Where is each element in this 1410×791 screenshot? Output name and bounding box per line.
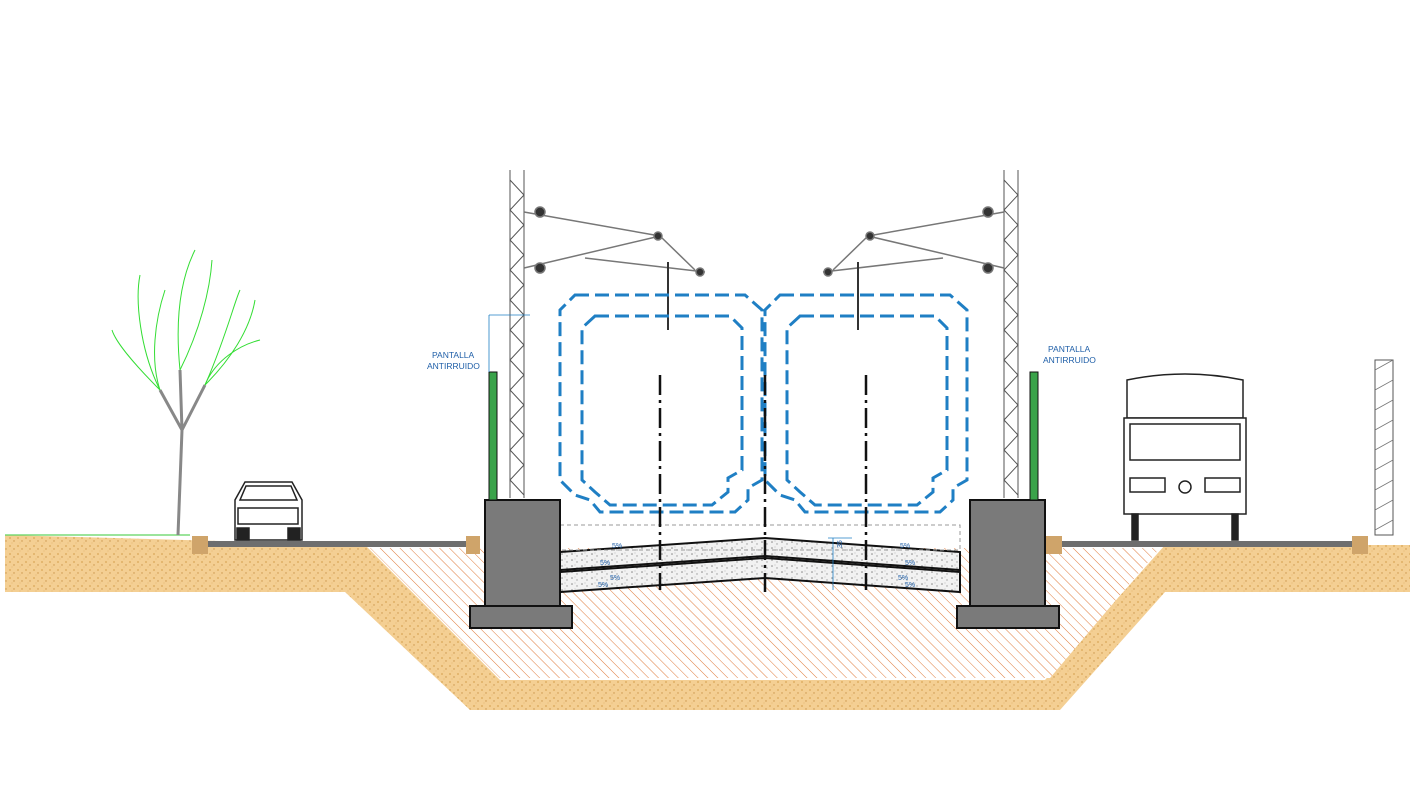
barrier-label-left: PANTALLA (432, 350, 475, 360)
road-left (192, 536, 480, 554)
slope-mark: 5% (905, 582, 915, 589)
slope-mark: 5% (600, 560, 610, 567)
cantilever-right (822, 206, 1005, 330)
car (234, 481, 303, 541)
slope-mark: 5% (612, 543, 622, 550)
mast-right (1003, 170, 1019, 498)
boundary-wall (1374, 359, 1394, 536)
barrier-label-left: ANTIRRUIDO (427, 361, 480, 371)
slope-marks: 5% 5% 5% 5% 5% 5% 5% 5% (598, 543, 915, 589)
slope-mark: 5% (900, 543, 910, 550)
barrier-label-right: PANTALLA (1048, 344, 1091, 354)
thickness-label: 35 (837, 540, 844, 548)
road-right (1046, 536, 1368, 554)
thickness-dimension: 35 (828, 537, 852, 590)
tree (111, 249, 261, 536)
slope-mark: 5% (898, 575, 908, 582)
truck (1123, 373, 1247, 541)
cantilever-left (523, 206, 706, 330)
slope-mark: 5% (905, 560, 915, 567)
foundation-left (469, 499, 573, 629)
track-centerlines (658, 375, 868, 592)
slope-mark: 5% (610, 575, 620, 582)
noise-barrier-right (1029, 371, 1039, 501)
noise-barrier-left (488, 314, 530, 501)
gauge-right (763, 293, 969, 514)
mast-left (509, 170, 525, 498)
foundation-right (956, 499, 1060, 629)
gauge-left (558, 293, 764, 514)
barrier-label-right: ANTIRRUIDO (1043, 355, 1096, 365)
slope-mark: 5% (598, 582, 608, 589)
